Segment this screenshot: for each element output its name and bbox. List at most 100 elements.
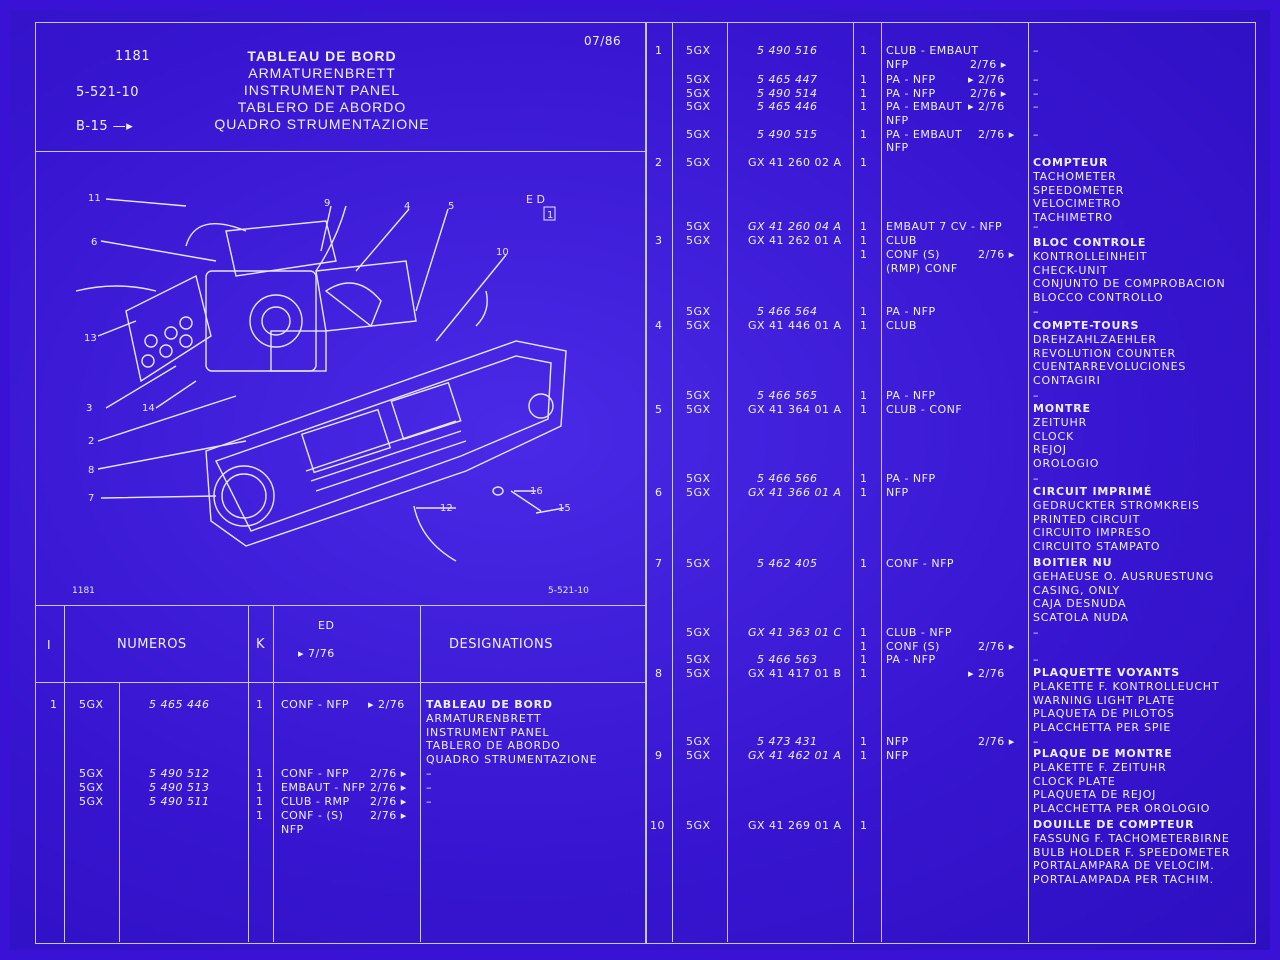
right-row-7-ed: 2/76 ▸ bbox=[978, 128, 1015, 141]
designation-line: CLOCK PLATE bbox=[1033, 774, 1116, 788]
designation-line: DOUILLE DE COMPTEUR bbox=[1033, 818, 1195, 831]
right-row-3-number: 5 465 447 bbox=[757, 73, 818, 86]
right-row-14-number: 5 466 564 bbox=[757, 305, 818, 318]
right-row-9-designation: COMPTEUR TACHOMETER SPEEDOMETER VELOCIME… bbox=[1033, 156, 1124, 225]
left-row-2-prefix: 5GX bbox=[79, 767, 104, 780]
right-row-5-number: 5 465 446 bbox=[757, 100, 818, 113]
callout-8: 8 bbox=[88, 465, 94, 476]
designation-line: BLOCCO CONTROLLO bbox=[1033, 291, 1164, 305]
right-row-15-condition: CLUB bbox=[886, 319, 917, 332]
right-row-item-4-index: 4 bbox=[655, 319, 663, 332]
right-row-20-designation: BOITIER NU GEHAEUSE O. AUSRUESTUNG CASIN… bbox=[1033, 556, 1214, 625]
designation-line: BOITIER NU bbox=[1033, 556, 1113, 569]
right-table-col-rule bbox=[1028, 22, 1029, 942]
callout-3: 3 bbox=[86, 403, 92, 414]
left-table-col-rule bbox=[64, 605, 65, 942]
right-row-26-k: 1 bbox=[860, 749, 868, 762]
right-row-4-ed: 2/76 ▸ bbox=[970, 87, 1007, 100]
right-row-1-k: 1 bbox=[860, 44, 868, 57]
right-row-22-ed: 2/76 ▸ bbox=[978, 640, 1015, 653]
designation-line: COMPTEUR bbox=[1033, 156, 1109, 169]
designation-line: TACHOMETER bbox=[1033, 169, 1117, 183]
designation-line: CLOCK bbox=[1033, 429, 1074, 443]
right-row-3-condition: PA - NFP bbox=[886, 73, 936, 86]
left-row-5-k: 1 bbox=[256, 809, 264, 822]
designation-line: PLAQUETA DE REJOJ bbox=[1033, 788, 1157, 802]
right-row-2-condition: NFP bbox=[886, 58, 909, 71]
right-row-25-number: 5 473 431 bbox=[757, 735, 818, 748]
left-table-col-rule bbox=[420, 605, 421, 942]
right-row-18-designation: – bbox=[1033, 472, 1039, 485]
right-row-17-designation: MONTRE ZEITUHR CLOCK REJOJ OROLOGIO bbox=[1033, 402, 1099, 471]
designation-line: CASING, ONLY bbox=[1033, 583, 1121, 597]
diagram-footer-left: 1181 bbox=[72, 586, 95, 596]
designation-line: FASSUNG F. TACHOMETERBIRNE bbox=[1033, 831, 1230, 845]
right-row-4-prefix: 5GX bbox=[686, 87, 711, 100]
designation-line: MONTRE bbox=[1033, 402, 1091, 415]
right-row-19-number: GX 41 366 01 A bbox=[748, 486, 842, 499]
left-row-1-k: 1 bbox=[256, 698, 264, 711]
right-row-21-number: GX 41 363 01 C bbox=[748, 626, 842, 639]
callout-13: 13 bbox=[84, 333, 97, 344]
left-table-col-rule bbox=[248, 605, 249, 942]
right-row-15-designation: COMPTE-TOURS DREHZAHLZAEHLER REVOLUTION … bbox=[1033, 319, 1186, 388]
left-row-3-designation: – bbox=[426, 781, 432, 794]
designation-line: BLOC CONTROLE bbox=[1033, 236, 1147, 249]
right-row-21-designation: – bbox=[1033, 626, 1039, 639]
right-row-20-k: 1 bbox=[860, 557, 868, 570]
right-row-11-prefix: 5GX bbox=[686, 234, 711, 247]
designation-line: KONTROLLEINHEIT bbox=[1033, 249, 1148, 263]
title-es: TABLERO DE ABORDO bbox=[237, 99, 407, 115]
right-row-17-prefix: 5GX bbox=[686, 403, 711, 416]
right-row-item-10-index: 10 bbox=[650, 819, 665, 832]
right-row-4-number: 5 490 514 bbox=[757, 87, 818, 100]
right-row-19-designation: CIRCUIT IMPRIMÉ GEDRUCKTER STROMKREIS PR… bbox=[1033, 485, 1200, 554]
designation-line: PLACCHETTA PER OROLOGIO bbox=[1033, 802, 1211, 816]
right-row-24-prefix: 5GX bbox=[686, 667, 711, 680]
designation-line: PORTALAMPARA DE VELOCIM. bbox=[1033, 859, 1215, 873]
sheet-code: 1181 bbox=[115, 49, 151, 64]
left-row-1-number: 5 465 446 bbox=[149, 698, 210, 711]
right-row-21-k: 1 bbox=[860, 626, 868, 639]
right-row-23-designation: – bbox=[1033, 653, 1039, 666]
right-row-item-6-index: 6 bbox=[655, 486, 663, 499]
callout-15: 15 bbox=[558, 503, 571, 514]
right-row-22-condition: CONF (S) bbox=[886, 640, 940, 653]
ed-box-number: 1 bbox=[547, 210, 553, 221]
left-row-2-ed: 2/76 ▸ bbox=[370, 767, 407, 780]
right-row-15-number: GX 41 446 01 A bbox=[748, 319, 842, 332]
right-row-3-prefix: 5GX bbox=[686, 73, 711, 86]
right-row-26-condition: NFP bbox=[886, 749, 909, 762]
right-row-2-ed: 2/76 ▸ bbox=[970, 58, 1007, 71]
right-table bbox=[646, 22, 1256, 944]
left-table-col-rule bbox=[119, 682, 120, 942]
right-row-17-k: 1 bbox=[860, 403, 868, 416]
right-row-14-k: 1 bbox=[860, 305, 868, 318]
right-row-item-8-index: 8 bbox=[655, 667, 663, 680]
right-row-25-designation: – bbox=[1033, 735, 1039, 748]
right-row-27-designation: DOUILLE DE COMPTEUR FASSUNG F. TACHOMETE… bbox=[1033, 818, 1230, 887]
right-row-4-k: 1 bbox=[860, 87, 868, 100]
right-table-col-rule bbox=[881, 22, 882, 942]
right-row-21-condition: CLUB - NFP bbox=[886, 626, 953, 639]
right-table-col-rule bbox=[853, 22, 854, 942]
callout-12: 12 bbox=[440, 503, 453, 514]
right-row-23-prefix: 5GX bbox=[686, 653, 711, 666]
left-row-1-index: 1 bbox=[50, 698, 58, 711]
designation-line: CIRCUITO IMPRESO bbox=[1033, 526, 1152, 540]
designation-line: ZEITUHR bbox=[1033, 415, 1088, 429]
designation-line: PLAQUE DE MONTRE bbox=[1033, 747, 1173, 760]
left-row-3-ed: 2/76 ▸ bbox=[370, 781, 407, 794]
right-row-27-k: 1 bbox=[860, 819, 868, 832]
col-header-designations: DESIGNATIONS bbox=[449, 637, 553, 652]
designation-line: OROLOGIO bbox=[1033, 457, 1100, 471]
right-row-8-condition: NFP bbox=[886, 141, 909, 154]
right-row-7-condition: PA - EMBAUT bbox=[886, 128, 963, 141]
left-row-2-condition: CONF - NFP bbox=[281, 767, 350, 780]
right-row-12-ed: 2/76 ▸ bbox=[978, 248, 1015, 261]
designation-line: INSTRUMENT PANEL bbox=[426, 725, 550, 739]
diagram-footer-right: 5-521-10 bbox=[548, 586, 589, 596]
right-row-19-condition: NFP bbox=[886, 486, 909, 499]
designation-line: COMPTE-TOURS bbox=[1033, 319, 1140, 332]
designation-line: REVOLUTION COUNTER bbox=[1033, 346, 1176, 360]
